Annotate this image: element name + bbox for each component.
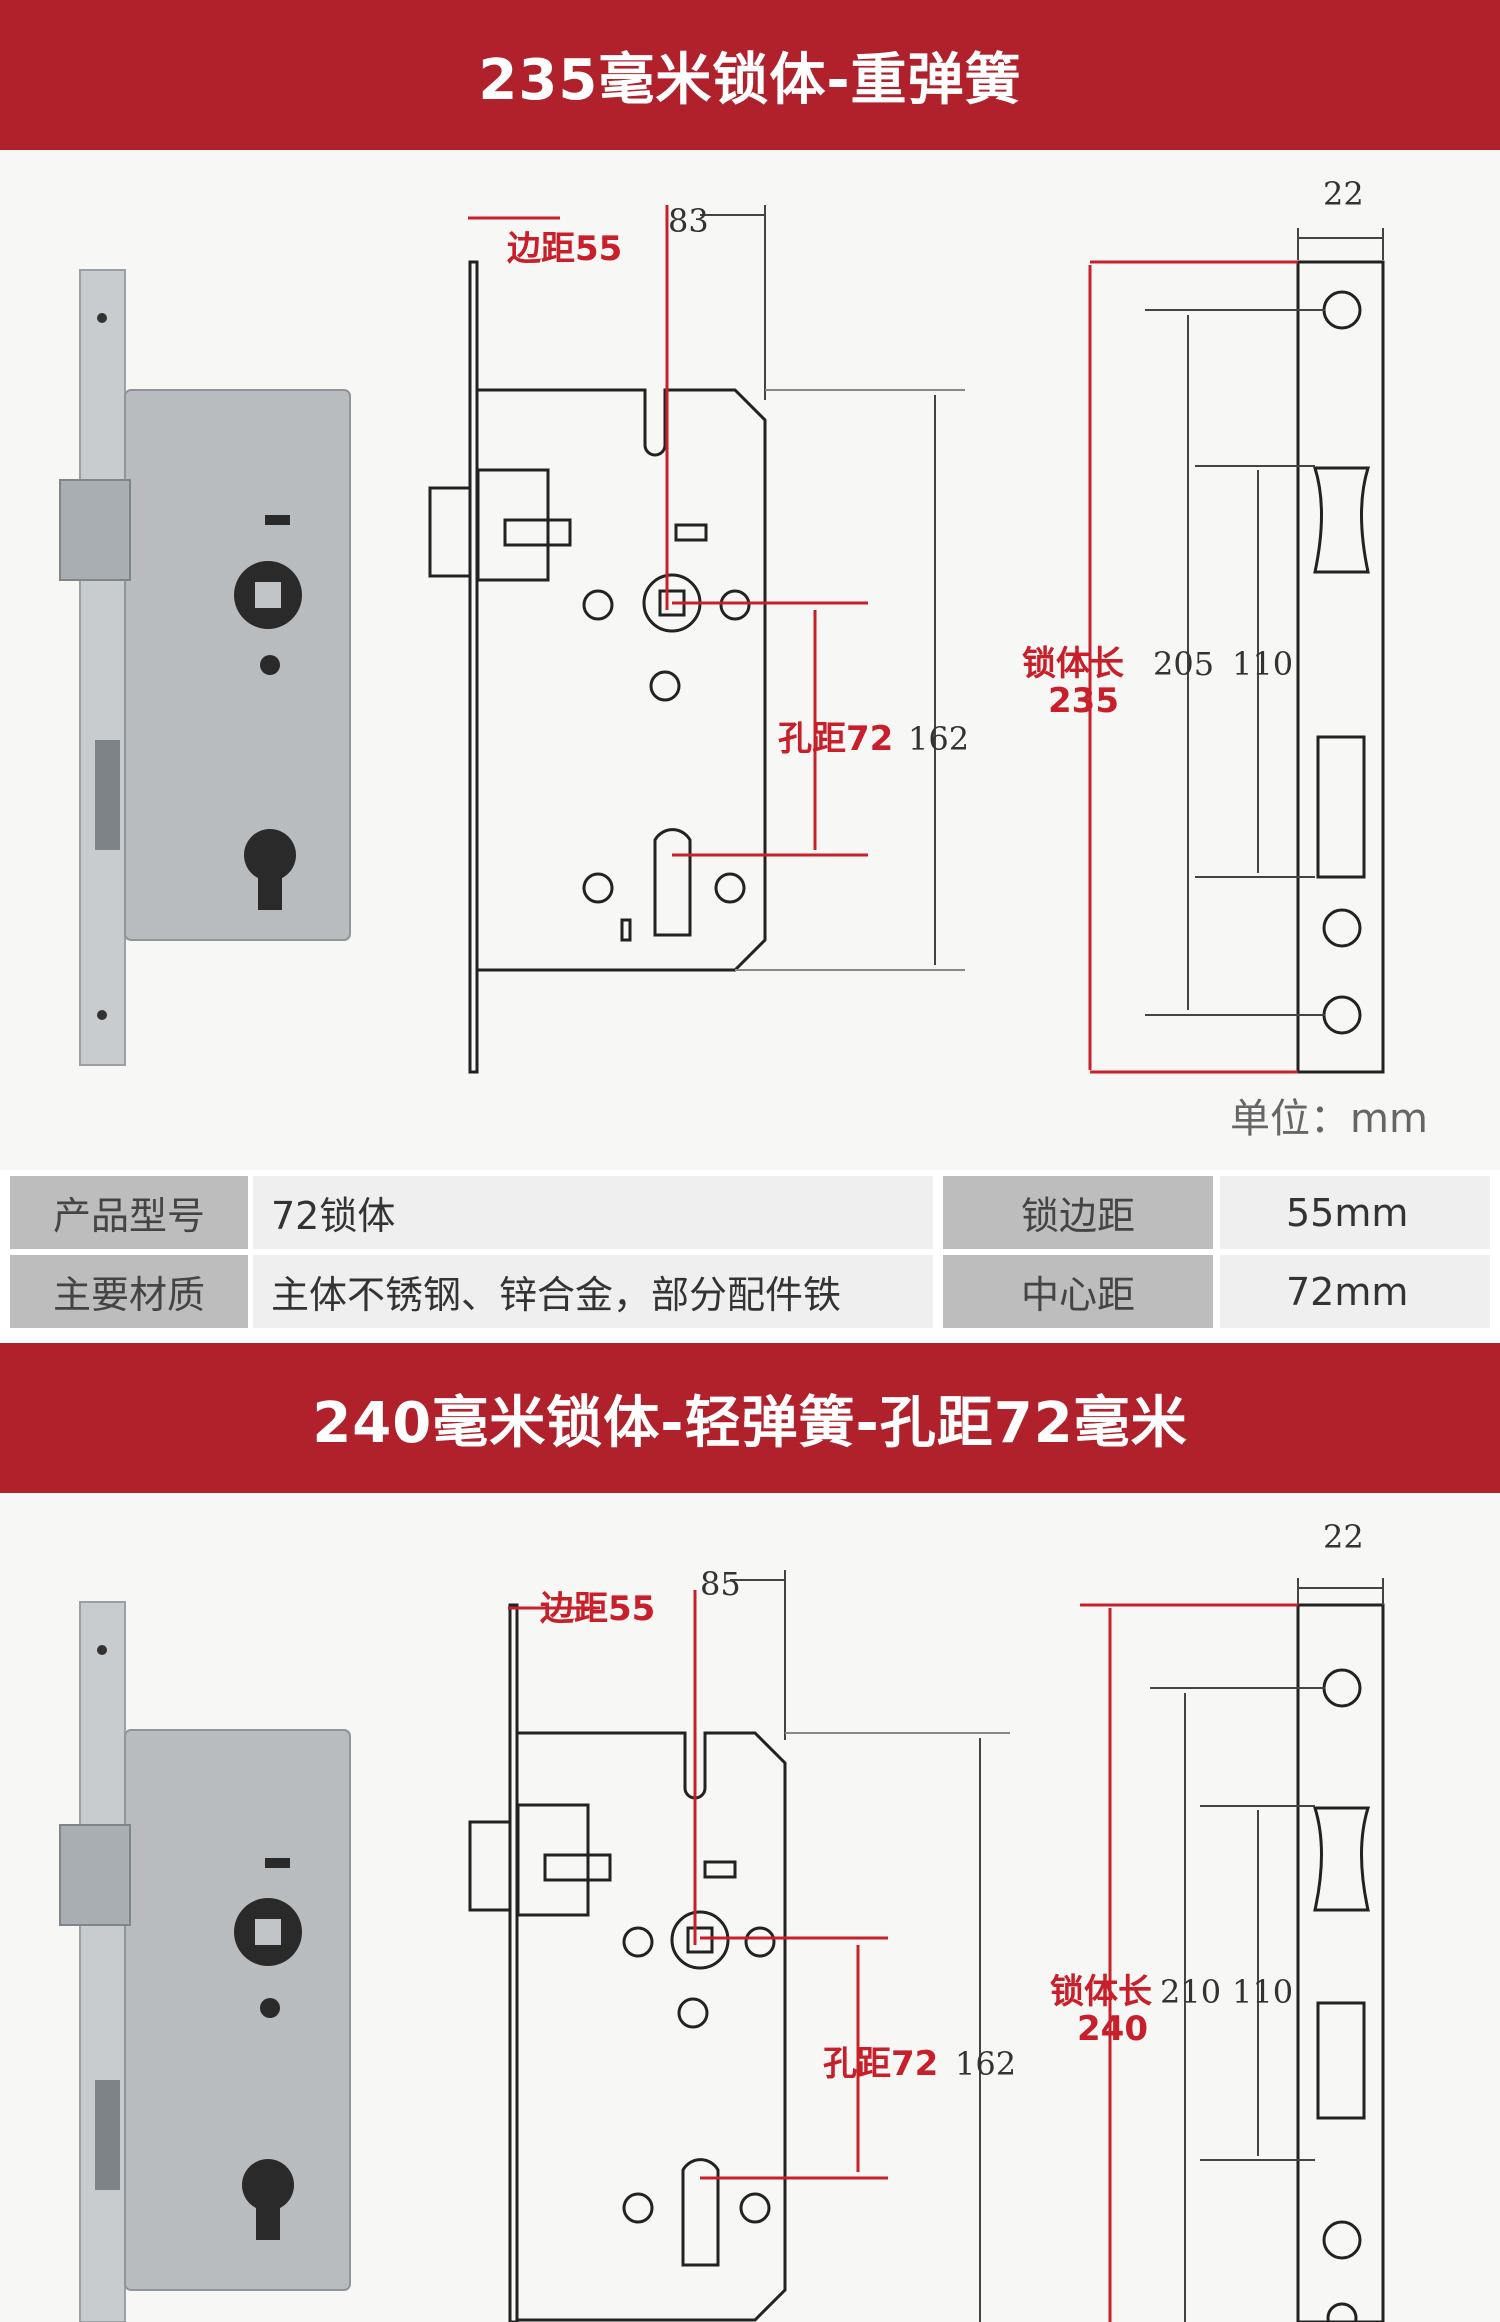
spec-value-model: 72锁体 <box>253 1176 933 1249</box>
top-width-label: 83 <box>668 202 709 240</box>
face-width-label-2: 22 <box>1323 1518 1364 1556</box>
faceplate-view-drawing-2 <box>1296 1603 1385 2322</box>
spec-label-center: 中心距 <box>943 1255 1213 1328</box>
inner-span-label: 110 <box>1232 645 1293 683</box>
spec-value-backset: 55mm <box>1220 1176 1490 1249</box>
body-length-value-2: 240 <box>1077 2009 1148 2049</box>
spec-table: 产品型号 72锁体 锁边距 55mm 主要材质 主体不锈钢、锌合金，部分配件铁 … <box>10 1176 1490 1330</box>
spec-value-material: 主体不锈钢、锌合金，部分配件铁 <box>253 1255 933 1328</box>
face-width-label: 22 <box>1323 175 1364 213</box>
hole-distance-label-2: 孔距72 <box>823 2044 938 2084</box>
lock-body-photo <box>59 269 351 1066</box>
section2-banner: 240毫米锁体-轻弹簧-孔距72毫米 <box>0 1343 1500 1493</box>
faceplate-view-dimensions <box>1088 228 1384 1074</box>
front-view-drawing <box>428 260 767 1074</box>
hole-distance-label: 孔距72 <box>778 719 893 759</box>
edge-distance-label-2: 边距55 <box>540 1589 655 1629</box>
spec-label-model: 产品型号 <box>10 1176 248 1249</box>
body-height-label: 162 <box>908 720 969 758</box>
front-view-dimensions <box>468 205 965 971</box>
unit-label: 单位：mm <box>1230 1096 1428 1142</box>
body-height-label-2: 162 <box>955 2045 1016 2083</box>
spec-label-material: 主要材质 <box>10 1255 248 1328</box>
screw-span-label: 205 <box>1153 645 1214 683</box>
top-width-label-2: 85 <box>700 1565 741 1603</box>
faceplate-view-dimensions-2 <box>1080 1578 1384 2322</box>
lock-body-photo-2 <box>59 1601 351 2322</box>
edge-distance-label: 边距55 <box>507 229 622 269</box>
body-length-label-2: 锁体长 <box>1050 1972 1152 2012</box>
spec-label-backset: 锁边距 <box>943 1176 1213 1249</box>
section1-drawing: 边距55 83 孔距72 162 22 锁体长 235 205 110 <box>59 175 1385 1074</box>
spec-value-center: 72mm <box>1220 1255 1490 1328</box>
front-view-dimensions-2 <box>508 1570 1010 2322</box>
inner-span-label-2: 110 <box>1232 1973 1293 2011</box>
section1-title: 235毫米锁体-重弹簧 <box>478 47 1022 113</box>
section1-banner: 235毫米锁体-重弹簧 <box>0 0 1500 150</box>
section2-title: 240毫米锁体-轻弹簧-孔距72毫米 <box>312 1390 1188 1456</box>
screw-span-label-2: 210 <box>1160 1973 1221 2011</box>
body-length-label: 锁体长 <box>1022 644 1124 684</box>
body-length-value: 235 <box>1048 681 1119 721</box>
front-view-drawing-2 <box>468 1603 787 2322</box>
